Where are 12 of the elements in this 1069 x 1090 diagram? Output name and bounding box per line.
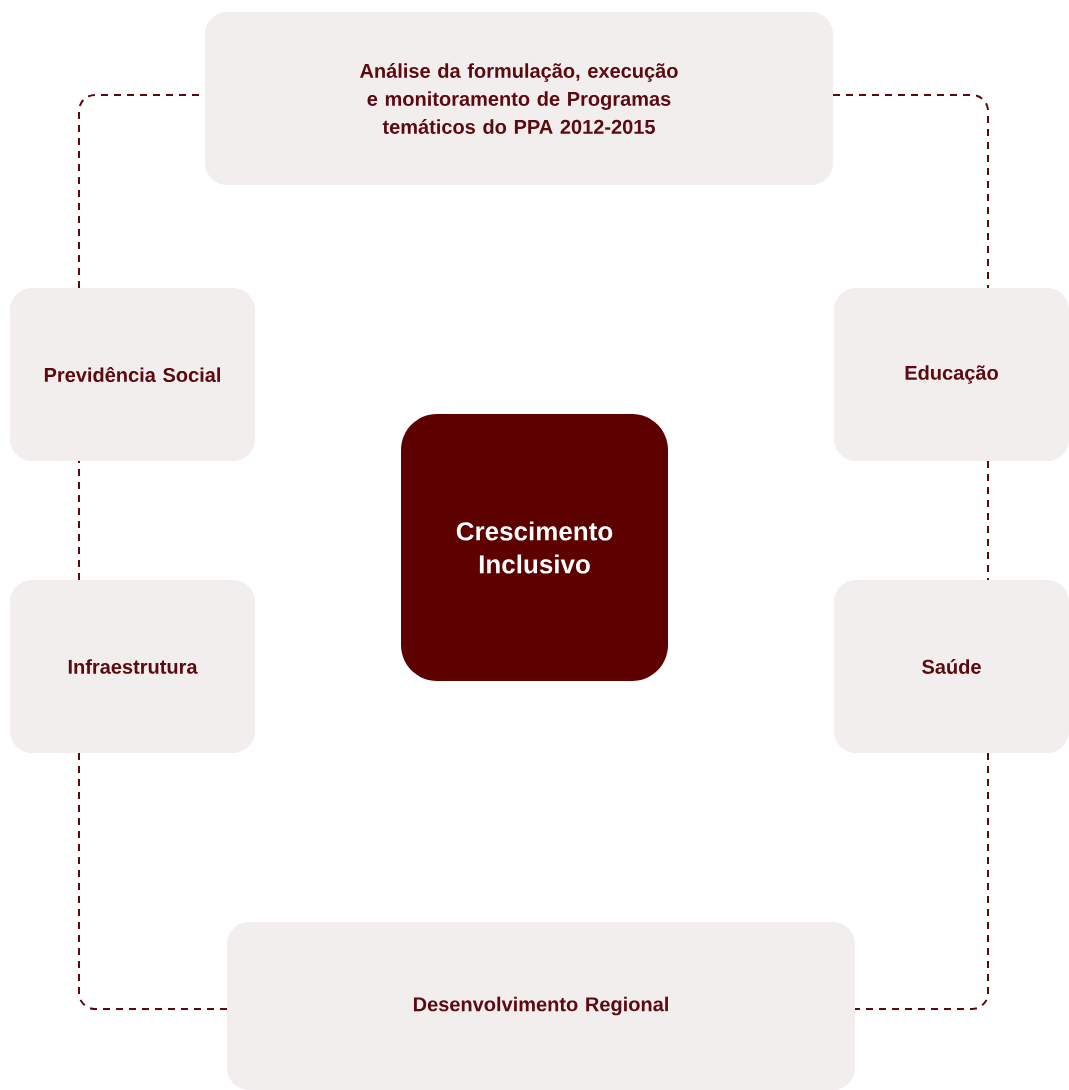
topic-box: Educação (834, 288, 1069, 461)
dashed-connector (78, 460, 80, 581)
topic-box: Saúde (834, 580, 1069, 753)
topic-box: Análise da formulação, execução e monitoramento de Programas temáticos do PPA 2012-2015 (205, 12, 833, 185)
dashed-connector (987, 460, 989, 581)
dashed-connector (854, 752, 989, 1010)
topic-box: Infraestrutura (10, 580, 255, 753)
dashed-connector (832, 94, 989, 289)
center-box: Crescimento Inclusivo (401, 414, 668, 681)
topic-box: Previdência Social (10, 288, 255, 461)
dashed-connector (78, 752, 228, 1010)
topic-box: Desenvolvimento Regional (227, 922, 855, 1090)
